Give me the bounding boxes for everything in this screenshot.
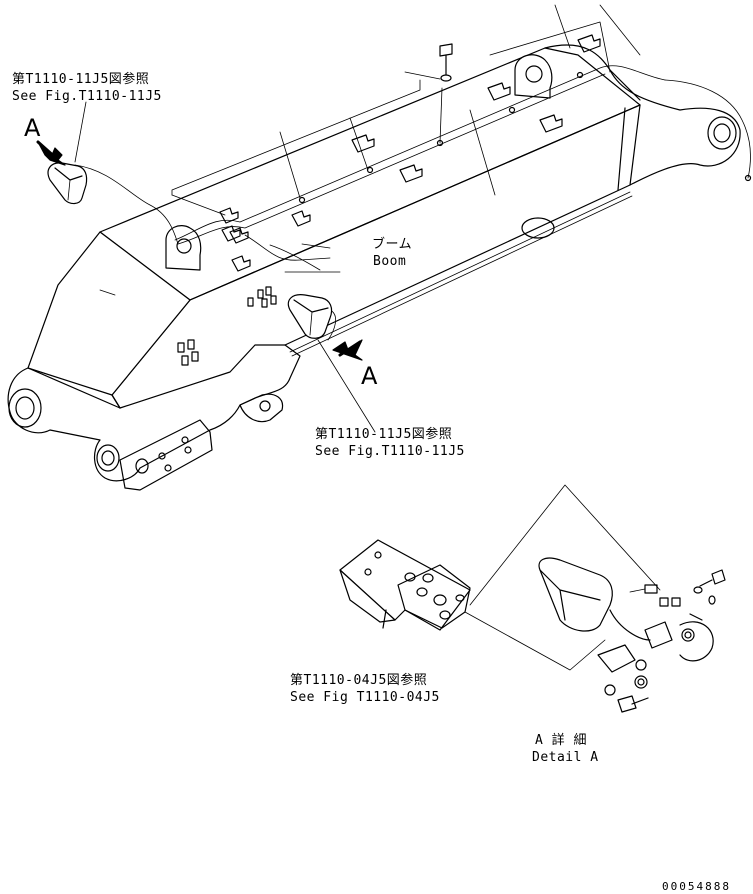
- ref-mid-jp: 第T1110-11J5図参照: [315, 427, 453, 442]
- ref-bottom-jp: 第T1110-04J5図参照: [290, 673, 428, 688]
- leader-lines: [74, 4, 641, 433]
- detail-label-jp: A 詳 細: [535, 733, 587, 748]
- boom-label-en: Boom: [373, 254, 407, 269]
- wiring-harness: [74, 65, 752, 357]
- work-lamp-left: [47, 162, 88, 205]
- view-marker-right: A: [361, 362, 378, 390]
- view-arrow-left: [36, 140, 66, 166]
- view-arrow-right: [332, 339, 363, 361]
- harness-clips: [219, 34, 601, 272]
- work-lamp-right: [287, 294, 333, 339]
- serial-number: 00054888: [662, 880, 731, 893]
- ref-mid-en: See Fig.T1110-11J5: [315, 444, 465, 459]
- ref-top-left-jp: 第T1110-11J5図参照: [12, 72, 150, 87]
- ref-top-left-en: See Fig.T1110-11J5: [12, 89, 162, 104]
- view-marker-left: A: [24, 114, 41, 142]
- boom-label-jp: ブーム: [372, 237, 413, 252]
- detail-a-view: [339, 484, 726, 713]
- ref-bottom-en: See Fig T1110-04J5: [290, 690, 440, 705]
- boom-structure: [7, 44, 741, 491]
- detail-label-en: Detail A: [532, 750, 599, 765]
